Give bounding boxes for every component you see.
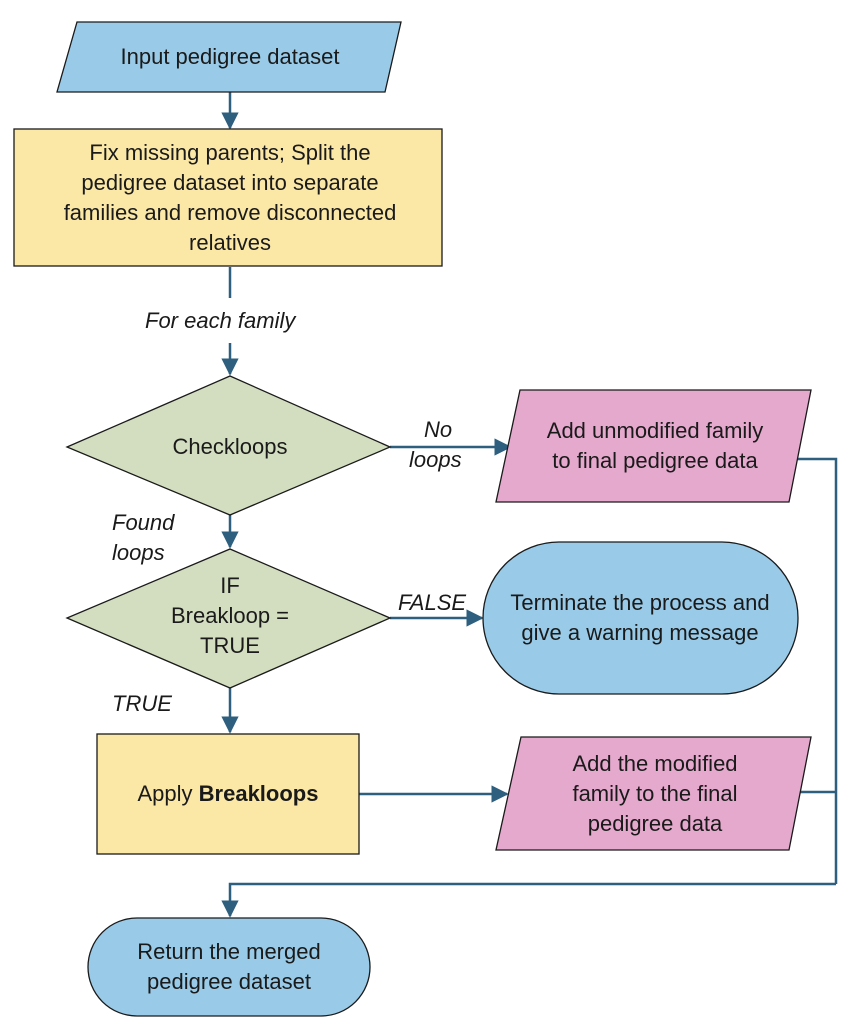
breakloop-diamond (65, 548, 392, 689)
breakloop-label: IF Breakloop = TRUE (130, 568, 330, 664)
add-unmodified-parallelogram (495, 389, 812, 503)
fix-label: Fix missing parents; Split the pedigree … (63, 139, 397, 255)
input-label: Input pedigree dataset (120, 44, 340, 69)
apply-process-box (96, 733, 360, 855)
terminate-terminal (482, 541, 799, 695)
breakloop-label-line1: IF (220, 573, 240, 598)
breakloop-label-line2: Breakloop = (170, 603, 290, 628)
apply-label-prefix: Apply (137, 781, 199, 806)
connectors (221, 92, 838, 918)
checkloops-diamond (65, 375, 392, 516)
add-unmodified-label: Add unmodified family to final pedigree … (546, 418, 764, 473)
terminate-label: Terminate the process and give a warning… (510, 590, 770, 645)
checkloops-label: Checkloops (172, 434, 288, 459)
line-merge-right (797, 457, 838, 884)
add-modified-label: Add the modified family to the final ped… (572, 750, 738, 836)
return-terminal (87, 917, 371, 1017)
edge-label-found-loops: loops (112, 540, 165, 565)
edge-label-false: FALSE (398, 590, 467, 615)
apply-label-bold: Breakloops (198, 781, 319, 806)
input-parallelogram (56, 21, 402, 93)
edge-label-loops: loops (409, 447, 462, 472)
arrow-merge-to-return (221, 882, 836, 918)
apply-label: Apply Breakloops (97, 734, 359, 854)
fix-process-box (13, 128, 443, 267)
edge-label-found: Found (112, 510, 175, 535)
edge-label-for-each: For each family (145, 308, 296, 333)
edge-label-true: TRUE (112, 691, 172, 716)
add-modified-parallelogram (495, 736, 812, 851)
return-label: Return the merged pedigree dataset (137, 939, 321, 994)
edge-label-no: No (424, 417, 453, 442)
breakloop-label-line3: TRUE (200, 633, 260, 658)
